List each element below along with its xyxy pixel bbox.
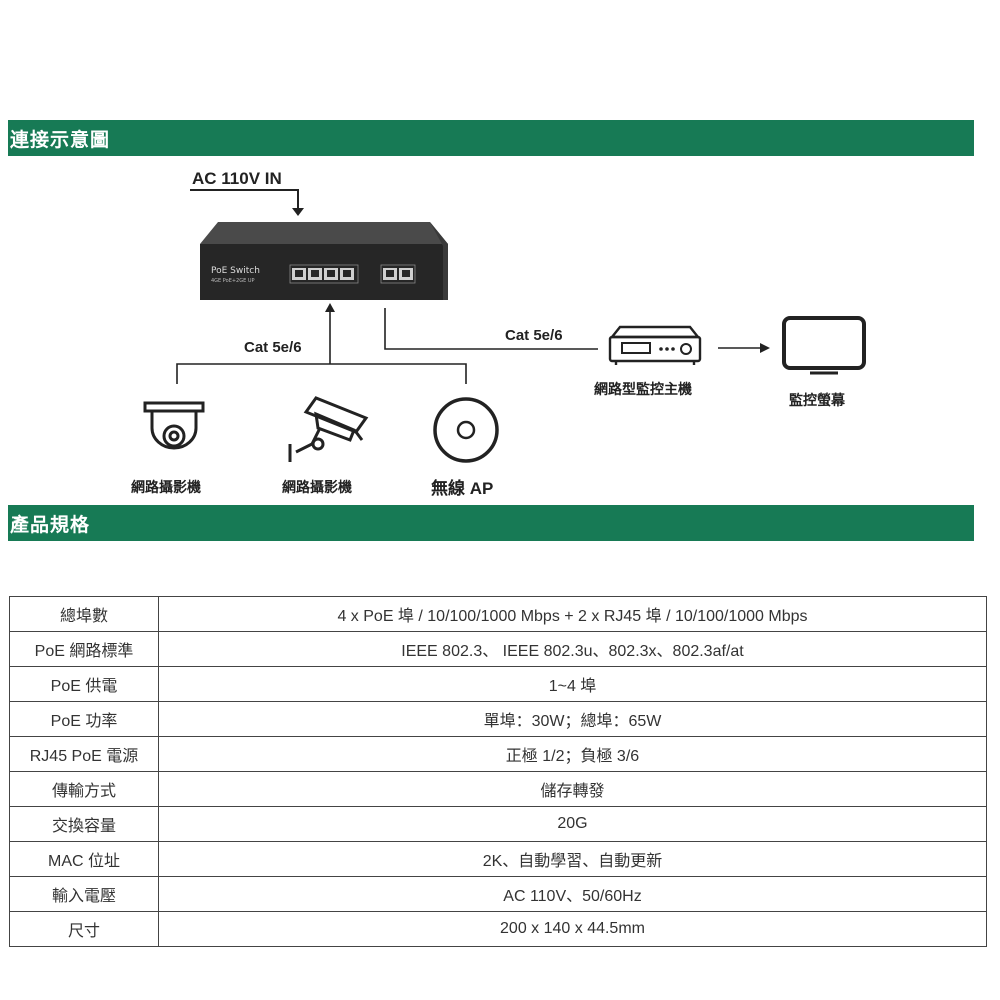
nvr-label: 網路型監控主機 [594,381,692,397]
section-banner-spec: 產品規格 [8,505,974,541]
spec-key: MAC 位址 [9,841,159,877]
cable-label-left: Cat 5e/6 [244,339,302,356]
spec-key: 尺寸 [9,911,159,947]
section-banner-connection: 連接示意圖 [8,120,974,156]
table-row: MAC 位址 2K、自動學習、自動更新 [9,841,987,877]
spec-key: PoE 供電 [9,666,159,702]
spec-value: 正極 1/2；負極 3/6 [158,736,987,772]
spec-key: 傳輸方式 [9,771,159,807]
spec-key: 交換容量 [9,806,159,842]
spec-key: PoE 功率 [9,701,159,737]
dome-camera-icon [143,401,205,450]
switch-brand: PoE Switch [211,266,260,276]
spec-value: 200 x 140 x 44.5mm [158,911,987,947]
spec-value: 20G [158,806,987,842]
section-title-spec: 產品規格 [10,514,91,536]
spec-value: 4 x PoE 埠 / 10/100/1000 Mbps + 2 x RJ45 … [158,596,987,632]
wireless-ap-icon [433,397,499,463]
table-row: 輸入電壓 AC 110V、50/60Hz [9,876,987,912]
bullet-camera-icon [288,396,369,462]
spec-value: AC 110V、50/60Hz [158,876,987,912]
spec-key: 總埠數 [9,596,159,632]
spec-key: RJ45 PoE 電源 [9,736,159,772]
spec-key: PoE 網路標準 [9,631,159,667]
spec-value: 1~4 埠 [158,666,987,702]
table-row: PoE 功率 單埠：30W；總埠：65W [9,701,987,737]
table-row: RJ45 PoE 電源 正極 1/2；負極 3/6 [9,736,987,772]
monitor-label: 監控螢幕 [789,392,845,408]
monitor-icon [782,316,866,375]
table-row: 尺寸 200 x 140 x 44.5mm [9,911,987,947]
connection-diagram [143,189,866,463]
spec-value: 2K、自動學習、自動更新 [158,841,987,877]
spec-value: 儲存轉發 [158,771,987,807]
switch-model: 4GE PoE+2GE UP [211,278,255,284]
camera-label-2: 網路攝影機 [282,479,352,495]
spec-table: 總埠數 4 x PoE 埠 / 10/100/1000 Mbps + 2 x R… [9,596,987,947]
cable-label-right: Cat 5e/6 [505,327,563,344]
spec-value: 單埠：30W；總埠：65W [158,701,987,737]
spec-value: IEEE 802.3、 IEEE 802.3u、802.3x、802.3af/a… [158,631,987,667]
table-row: PoE 網路標準 IEEE 802.3、 IEEE 802.3u、802.3x、… [9,631,987,667]
camera-label-1: 網路攝影機 [131,479,201,495]
nvr-icon [608,325,702,365]
table-row: 總埠數 4 x PoE 埠 / 10/100/1000 Mbps + 2 x R… [9,596,987,632]
power-label: AC 110V IN [192,169,282,188]
table-row: 傳輸方式 儲存轉發 [9,771,987,807]
table-row: PoE 供電 1~4 埠 [9,666,987,702]
ap-label: 無線 AP [431,479,494,498]
section-title-connection: 連接示意圖 [10,129,111,151]
switch-device [200,222,448,300]
table-row: 交換容量 20G [9,806,987,842]
spec-key: 輸入電壓 [9,876,159,912]
arrow-down-icon [190,189,304,216]
